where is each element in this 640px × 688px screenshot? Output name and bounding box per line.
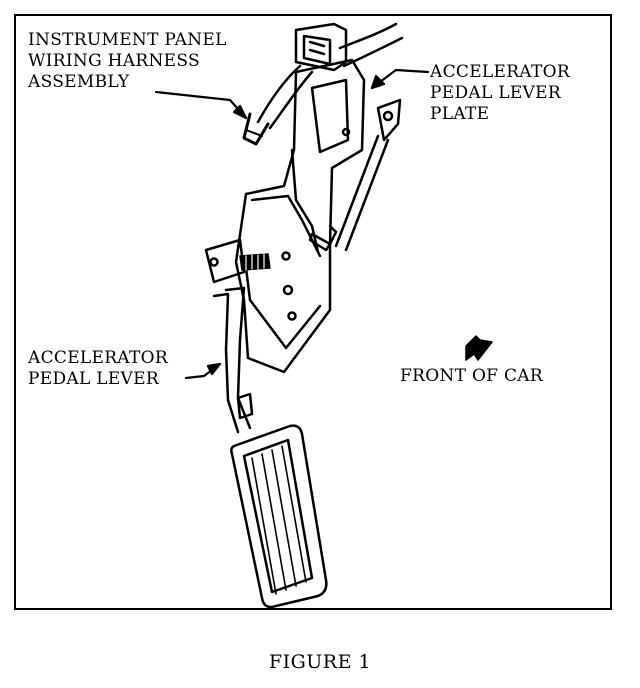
harness-label-line-1: INSTRUMENT PANEL [28,30,227,50]
plate-label-line-3: PLATE [430,104,490,124]
leader-arrows [154,68,430,380]
figure-frame [14,14,612,610]
harness-cable-tail [242,64,314,146]
harness-leader-arrow [154,90,248,120]
mounting-bolt [239,253,271,271]
plate-label-line-1: ACCELERATOR [430,62,570,82]
lever-label: ACCELERATOR PEDAL LEVER [28,348,168,390]
pedal-lever-plate [234,58,366,374]
return-spring [308,232,332,252]
harness-label: INSTRUMENT PANEL WIRING HARNESS ASSEMBLY [28,30,227,93]
pedal-arm [212,286,254,434]
link-rod [334,98,402,252]
lever-label-line-2: PEDAL LEVER [28,369,159,389]
plate-label: ACCELERATOR PEDAL LEVER PLATE [430,62,570,125]
figure-caption: FIGURE 1 [268,651,372,673]
front-of-car-label: FRONT OF CAR [400,366,543,386]
front-of-car-arrow [465,335,493,361]
harness-label-line-2: WIRING HARNESS [28,51,200,71]
plate-label-line-2: PEDAL LEVER [430,83,561,103]
pivot-bracket [204,238,246,284]
pedal-pad [230,424,328,609]
lever-label-line-1: ACCELERATOR [28,348,168,368]
harness-label-line-3: ASSEMBLY [28,72,130,92]
